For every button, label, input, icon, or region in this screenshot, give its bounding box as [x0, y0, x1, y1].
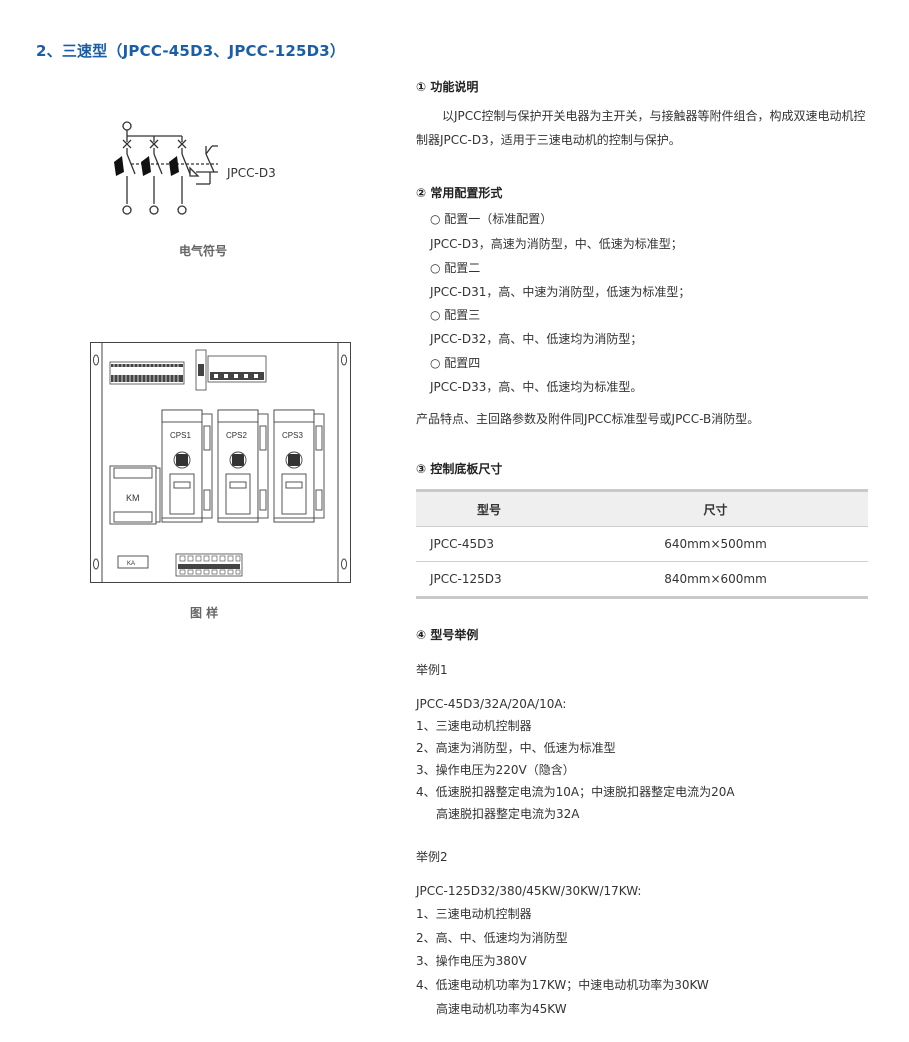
ex2-line-1: 1、三速电动机控制器	[416, 907, 532, 921]
cps3-label: CPS3	[282, 431, 303, 440]
ex1-cont: 高速脱扣器整定电流为32A	[436, 807, 580, 821]
ex1-line-3: 3、操作电压为220V（隐含）	[416, 763, 575, 777]
ex1-title: 举例1	[416, 663, 448, 677]
s1-heading: ① 功能说明	[416, 80, 479, 94]
cps2-label: CPS2	[226, 431, 247, 440]
table-header-model: 型号	[416, 489, 563, 527]
ex2-line-2: 2、高、中、低速均为消防型	[416, 931, 568, 945]
ex1-line-2: 2、高速为消防型，中、低速为标准型	[416, 741, 616, 755]
dimension-table: 型号 尺寸 JPCC-45D3 640mm×500mm JPCC-125D3 8…	[416, 489, 868, 599]
table-cell-size: 640mm×500mm	[563, 526, 868, 562]
ex2-line-3: 3、操作电压为380V	[416, 954, 527, 968]
s3-heading: ③ 控制底板尺寸	[416, 462, 503, 476]
dimension-table-wrapper: 型号 尺寸 JPCC-45D3 640mm×500mm JPCC-125D3 8…	[416, 489, 868, 599]
km-label: KM	[126, 493, 140, 503]
cps1-label: CPS1	[170, 431, 191, 440]
ex1-line-4: 4、低速脱扣器整定电流为10A；中速脱扣器整定电流为20A	[416, 785, 735, 799]
table-header-size: 尺寸	[563, 489, 868, 527]
config-note: 产品特点、主回路参数及附件同JPCC标准型号或JPCC-B消防型。	[416, 412, 760, 426]
ex2-cont: 高速电动机功率为45KW	[436, 1002, 567, 1016]
ka-label: KA	[127, 561, 135, 567]
symbol-label: JPCC-D3	[227, 166, 276, 180]
ex1-model: JPCC-45D3/32A/20A/10A:	[416, 697, 567, 711]
ex1-line-1: 1、三速电动机控制器	[416, 719, 532, 733]
config-line-1: ○ 配置一（标准配置）	[430, 212, 553, 226]
table-cell-size: 840mm×600mm	[563, 561, 868, 599]
ex2-line-4: 4、低速电动机功率为17KW；中速电动机功率为30KW	[416, 978, 709, 992]
control-panel-diagram: CPS1 CPS2 CPS3 KM KA	[90, 342, 351, 583]
config-line-3: ○ 配置二	[430, 261, 481, 275]
table-row: JPCC-125D3 840mm×600mm	[416, 561, 868, 599]
table-cell-model: JPCC-45D3	[416, 526, 563, 562]
config-line-8: JPCC-D33，高、中、低速均为标准型。	[430, 380, 643, 394]
panel-caption: 图 样	[190, 606, 219, 620]
table-header-row: 型号 尺寸	[416, 489, 868, 527]
s4-heading: ④ 型号举例	[416, 628, 479, 642]
config-line-7: ○ 配置四	[430, 356, 481, 370]
table-cell-model: JPCC-125D3	[416, 561, 563, 599]
ex2-model: JPCC-125D32/380/45KW/30KW/17KW:	[416, 884, 642, 898]
symbol-caption: 电气符号	[179, 244, 228, 258]
config-line-6: JPCC-D32，高、中、低速均为消防型；	[430, 332, 643, 346]
config-line-4: JPCC-D31，高、中速为消防型，低速为标准型；	[430, 285, 691, 299]
s2-heading: ② 常用配置形式	[416, 186, 503, 200]
config-line-5: ○ 配置三	[430, 308, 481, 322]
config-line-2: JPCC-D3，高速为消防型，中、低速为标准型；	[430, 237, 683, 251]
table-row: JPCC-45D3 640mm×500mm	[416, 526, 868, 562]
ex2-title: 举例2	[416, 850, 448, 864]
s1-body: 以JPCC控制与保护开关电器为主开关，与接触器等附件组合，构成双速电动机控制器J…	[416, 109, 866, 147]
electrical-symbol-diagram	[114, 121, 218, 215]
section-title: 2、三速型（JPCC-45D3、JPCC-125D3）	[36, 42, 346, 60]
